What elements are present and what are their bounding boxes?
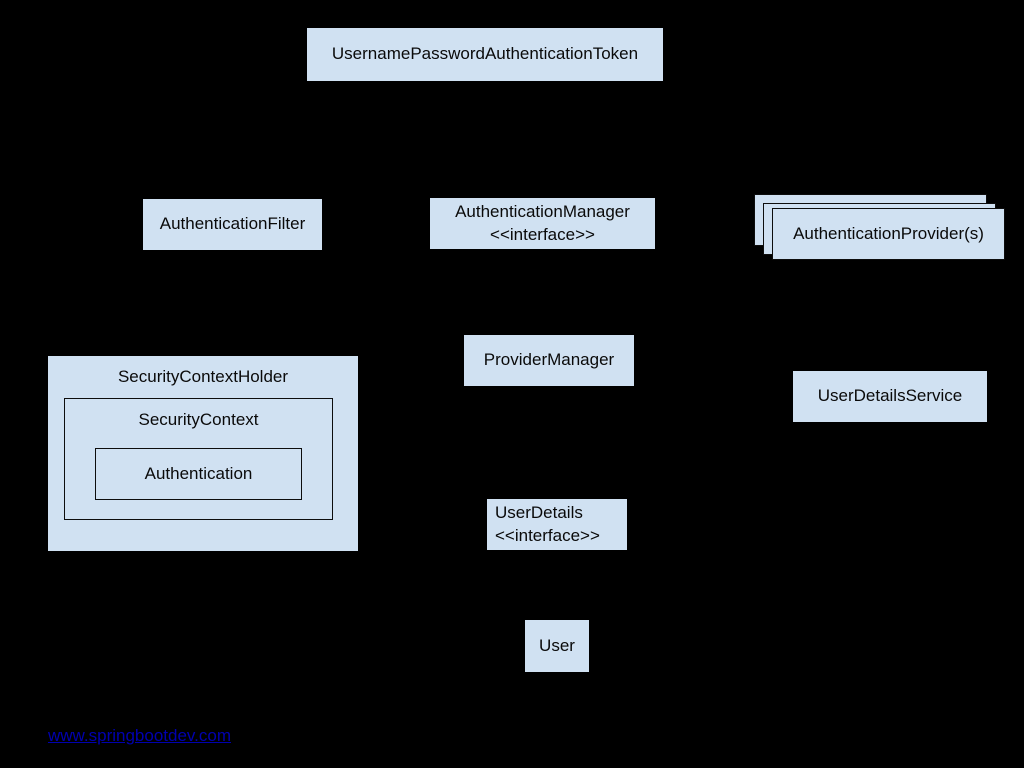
node-provider-manager[interactable]: ProviderManager xyxy=(464,335,634,386)
node-authentication-manager[interactable]: AuthenticationManager <<interface>> xyxy=(430,198,655,249)
node-label: SecurityContext xyxy=(138,410,259,429)
node-user-details-service[interactable]: UserDetailsService xyxy=(793,371,987,422)
node-authentication-filter[interactable]: AuthenticationFilter xyxy=(143,199,322,250)
node-authentication[interactable]: Authentication xyxy=(95,448,302,500)
node-label: AuthenticationProvider(s) xyxy=(793,223,984,243)
node-label: AuthenticationManager <<interface>> xyxy=(455,202,630,244)
node-label: User xyxy=(539,635,575,655)
node-authentication-providers[interactable]: AuthenticationProvider(s) xyxy=(772,208,1005,260)
node-label: AuthenticationFilter xyxy=(159,214,306,234)
footer-website-link[interactable]: www.springbootdev.com xyxy=(48,726,231,745)
node-label: SecurityContextHolder xyxy=(117,367,289,386)
node-authentication-providers-stack[interactable]: AuthenticationProvider(s) xyxy=(754,194,1005,261)
node-label: UsernamePasswordAuthenticationToken xyxy=(331,44,639,64)
node-label: Authentication xyxy=(144,463,253,483)
node-user-details[interactable]: UserDetails <<interface>> xyxy=(487,499,627,550)
node-label: UserDetailsService xyxy=(817,386,963,406)
node-label: UserDetails <<interface>> xyxy=(495,503,600,545)
node-user[interactable]: User xyxy=(525,620,589,672)
node-username-password-authentication-token[interactable]: UsernamePasswordAuthenticationToken xyxy=(307,28,663,81)
node-label: ProviderManager xyxy=(483,350,615,370)
